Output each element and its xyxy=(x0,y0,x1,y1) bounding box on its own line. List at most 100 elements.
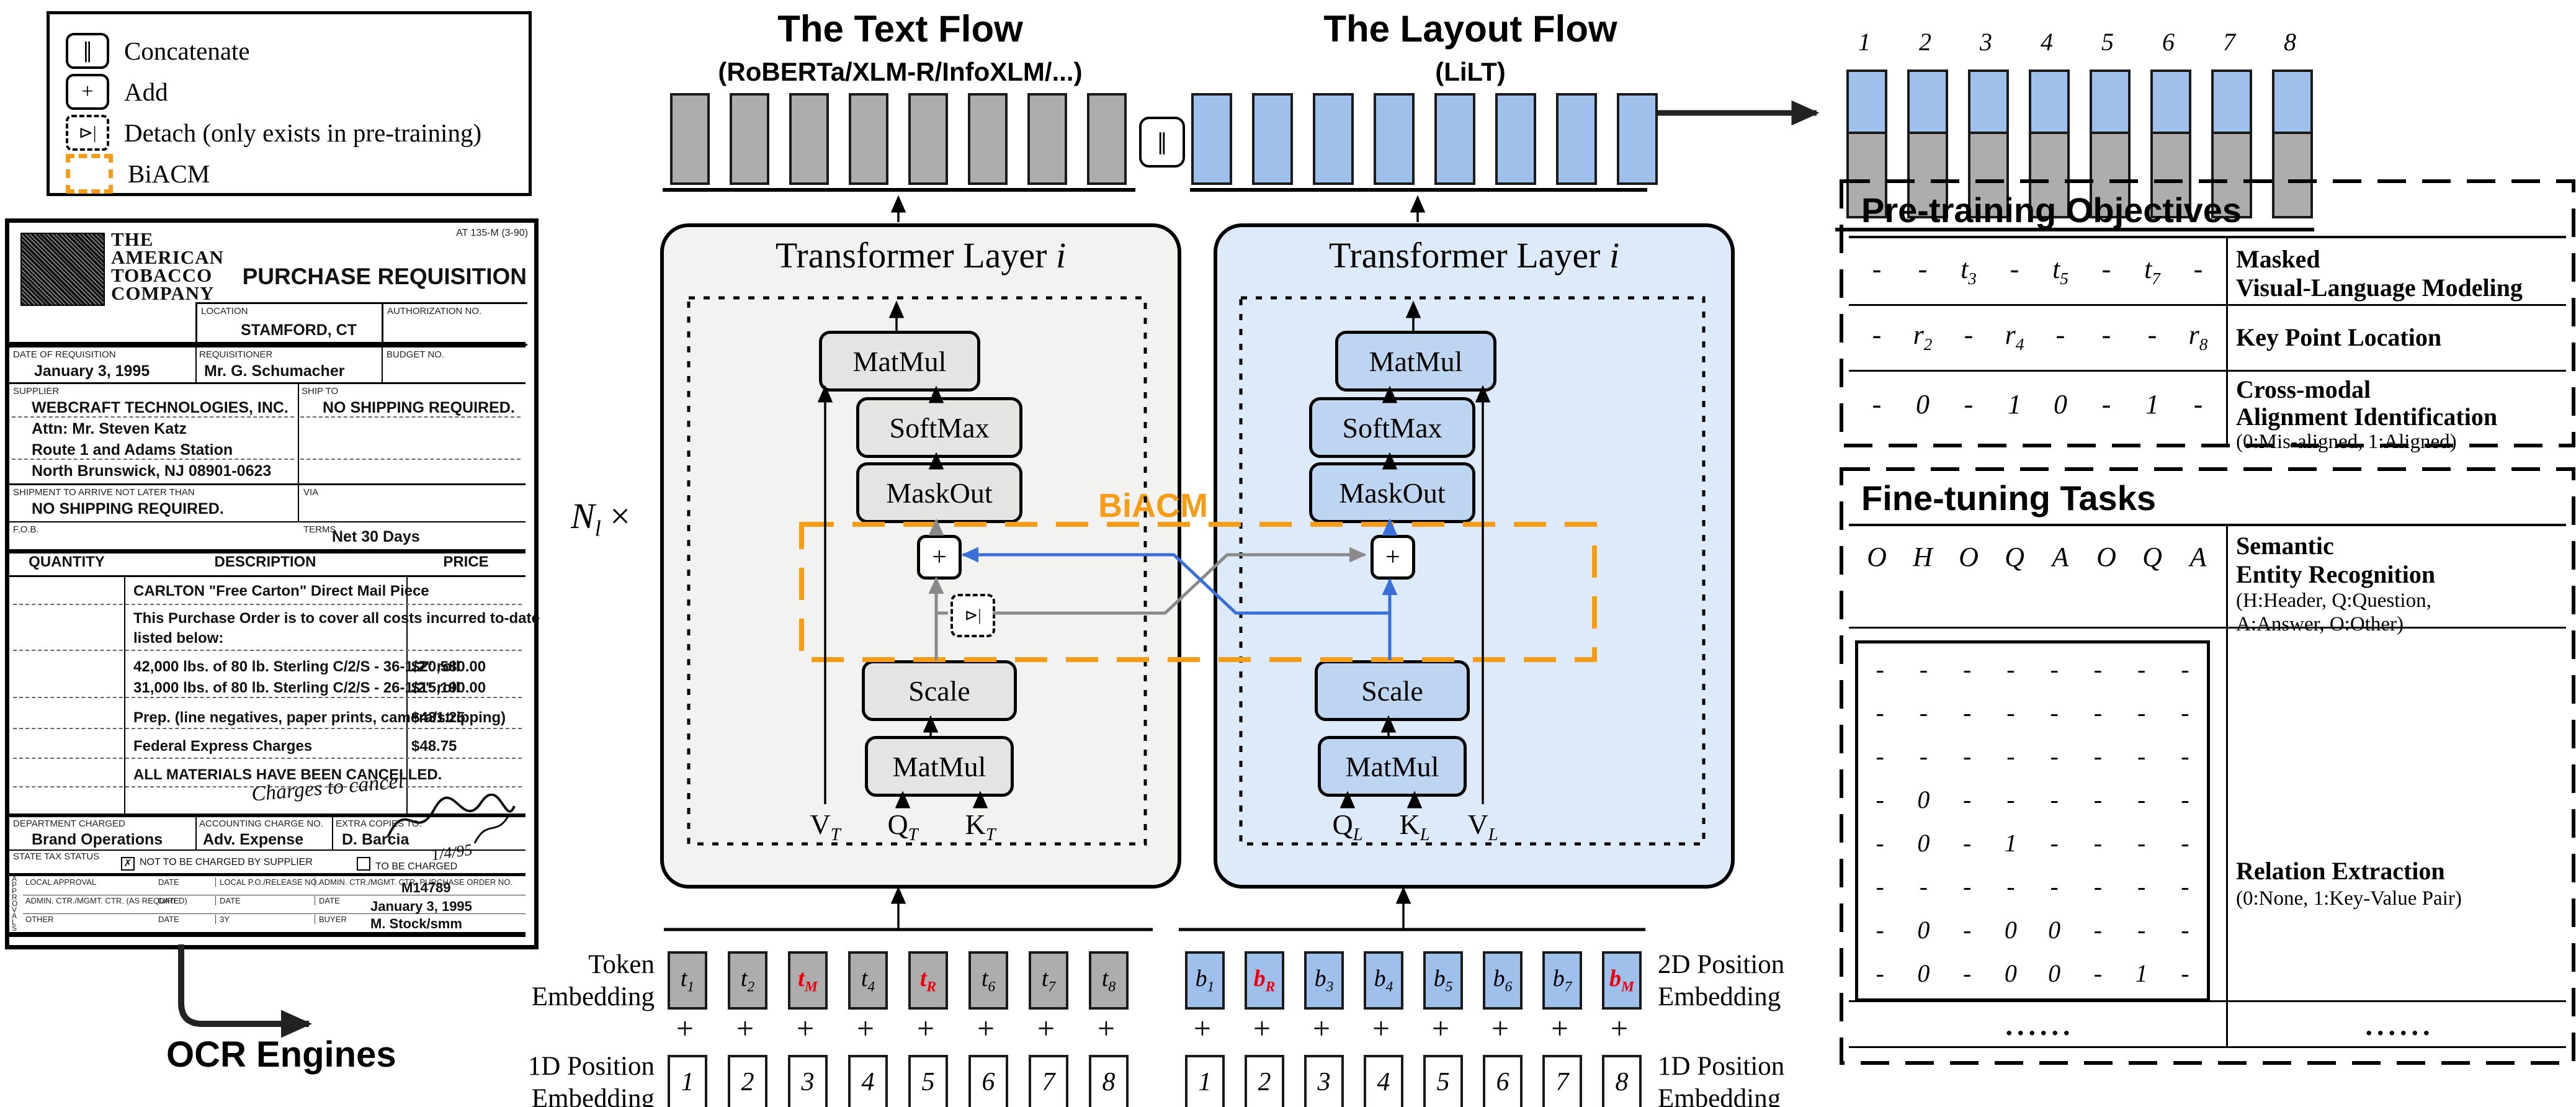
prediction-index: 8 xyxy=(2284,28,2296,56)
layout-output-vector xyxy=(1495,93,1536,185)
objective-target-cell: - xyxy=(2193,389,2203,419)
prediction-layout-part xyxy=(2214,72,2250,134)
matrix-cell: - xyxy=(2137,655,2146,683)
matrix-cell: - xyxy=(1876,959,1884,987)
matrix-cell: - xyxy=(2181,698,2189,727)
layout-key-input-label: KL xyxy=(1399,809,1430,845)
objective-target-cell: - xyxy=(2101,389,2111,419)
objective-target-cell: - xyxy=(2101,320,2111,350)
matrix-cell: - xyxy=(1876,698,1884,727)
box-embedding-box: b7 xyxy=(1542,951,1582,1010)
text-query-input-label: QT xyxy=(887,809,918,845)
matrix-cell: - xyxy=(2093,698,2103,727)
company-line: TOBACCO xyxy=(111,264,213,286)
layout-output-vector xyxy=(1374,93,1415,185)
position-embedding-box: 1 xyxy=(668,1055,707,1107)
supplier-line: Attn: Mr. Steven Katz xyxy=(32,420,187,437)
approval-value: January 3, 1995 xyxy=(370,899,472,914)
legend-item: ∥ Concatenate xyxy=(66,33,250,69)
objective-target-cell: - xyxy=(2193,254,2203,284)
shipto-value: NO SHIPPING REQUIRED. xyxy=(323,399,515,416)
terms-value: Net 30 Days xyxy=(332,528,420,545)
mvlm-targets-row: --t3-t5-t7- xyxy=(1854,253,2221,289)
position-embedding-box: 7 xyxy=(1542,1055,1582,1107)
approval-label: OTHER xyxy=(25,915,54,924)
divider xyxy=(9,813,525,817)
matrix-cell: - xyxy=(2050,742,2059,770)
matrix-cell: - xyxy=(2137,785,2146,813)
layout-softmax-block: SoftMax xyxy=(1309,397,1475,458)
text-output-vector xyxy=(789,93,829,185)
purchase-requisition-document: THE AMERICAN TOBACCO COMPANY AT 135-M (3… xyxy=(5,218,540,949)
ser-legend: A:Answer, O:Other) xyxy=(2236,613,2404,635)
ser-tag-cell: O xyxy=(2096,542,2116,572)
approval-admin-label: DATE xyxy=(315,896,340,905)
matrix-row: -0------ xyxy=(1858,785,2207,814)
matrix-cell: - xyxy=(2093,828,2103,857)
box-embedding-box: bR xyxy=(1245,951,1284,1010)
dashed-rule xyxy=(12,459,294,460)
text-output-vector xyxy=(730,93,769,185)
matrix-cell: - xyxy=(2137,872,2146,900)
token-embedding-box: t6 xyxy=(968,951,1008,1010)
detach-icon: ⊳| xyxy=(66,115,109,151)
matrix-cell: - xyxy=(1962,959,1972,987)
price-column-header: PRICE xyxy=(443,554,489,570)
divider xyxy=(9,483,525,485)
arrive-cell: SHIPMENT TO ARRIVE NOT LATER THAN NO SHI… xyxy=(9,485,299,521)
matrix-cell: - xyxy=(2050,828,2059,857)
arrive-value: NO SHIPPING REQUIRED. xyxy=(32,500,224,518)
concat-icon: ∥ xyxy=(66,33,109,69)
item-price: $48.75 xyxy=(411,738,457,755)
objective-target-cell: - xyxy=(1872,320,1882,350)
position-embedding-box: 5 xyxy=(1423,1055,1463,1107)
quantity-column-header: QUANTITY xyxy=(29,554,105,570)
text-output-vector xyxy=(849,93,888,185)
position-embedding-box: 2 xyxy=(1245,1055,1284,1107)
checkbox-empty-icon xyxy=(357,857,370,871)
position-embedding-box: 8 xyxy=(1602,1055,1642,1107)
position-embedding-box: 2 xyxy=(728,1055,767,1107)
approval-admin-label: ADMIN. CTR./MGMT. CTR. PURCHASE ORDER NO… xyxy=(315,877,512,887)
layout-matmul-output-block: MatMul xyxy=(1335,331,1496,392)
matrix-cell: 1 xyxy=(2135,959,2148,987)
objective-target-cell: 0 xyxy=(1916,389,1930,419)
matrix-cell: 0 xyxy=(1917,785,1930,813)
dashed-rule xyxy=(13,604,522,605)
date-label: DATE OF REQUISITION xyxy=(13,349,116,360)
re-label: Relation Extraction xyxy=(2236,857,2445,885)
authorization-cell: AUTHORIZATION NO. xyxy=(382,302,527,346)
ser-legend: (H:Header, Q:Question, xyxy=(2236,589,2431,612)
prediction-layout-part xyxy=(2153,72,2189,134)
mvlm-label: Visual-Language Modeling xyxy=(2236,274,2523,302)
position-embedding-box: 1 xyxy=(1185,1055,1225,1107)
matrix-cell: - xyxy=(1962,785,1972,813)
matrix-cell: - xyxy=(1962,655,1972,683)
matrix-cell: - xyxy=(1962,698,1972,727)
pos2d-label: Embedding xyxy=(1658,982,1781,1011)
legend-item-label: Concatenate xyxy=(124,37,250,65)
matrix-cell: - xyxy=(1962,915,1972,944)
matrix-cell: - xyxy=(2050,698,2059,727)
table-divider xyxy=(124,575,125,813)
layout-query-input-label: QL xyxy=(1332,809,1363,845)
layout-flow-subtitle: (LiLT) xyxy=(1435,57,1506,86)
box-embedding-box: b5 xyxy=(1423,951,1463,1010)
divider xyxy=(2226,524,2228,1046)
approval-label: LOCAL APPROVAL xyxy=(25,877,97,887)
matrix-cell: - xyxy=(2006,742,2015,770)
layout-output-vector xyxy=(1617,93,1658,185)
date-cell: DATE OF REQUISITION January 3, 1995 xyxy=(9,347,197,382)
prediction-layout-part xyxy=(2031,72,2067,134)
matrix-cell: - xyxy=(2181,959,2189,987)
ser-tag-cell: O xyxy=(1959,542,1979,572)
box-embedding-box: b3 xyxy=(1304,951,1344,1010)
accounting-label: ACCOUNTING CHARGE NO. xyxy=(199,818,324,829)
layout-output-vector xyxy=(1434,93,1475,185)
dashed-rule xyxy=(12,416,294,418)
department-cell: DEPARTMENT CHARGED Brand Operations xyxy=(9,817,197,849)
matrix-cell: - xyxy=(2093,915,2103,944)
finetuning-title: Fine-tuning Tasks xyxy=(1861,478,2156,518)
